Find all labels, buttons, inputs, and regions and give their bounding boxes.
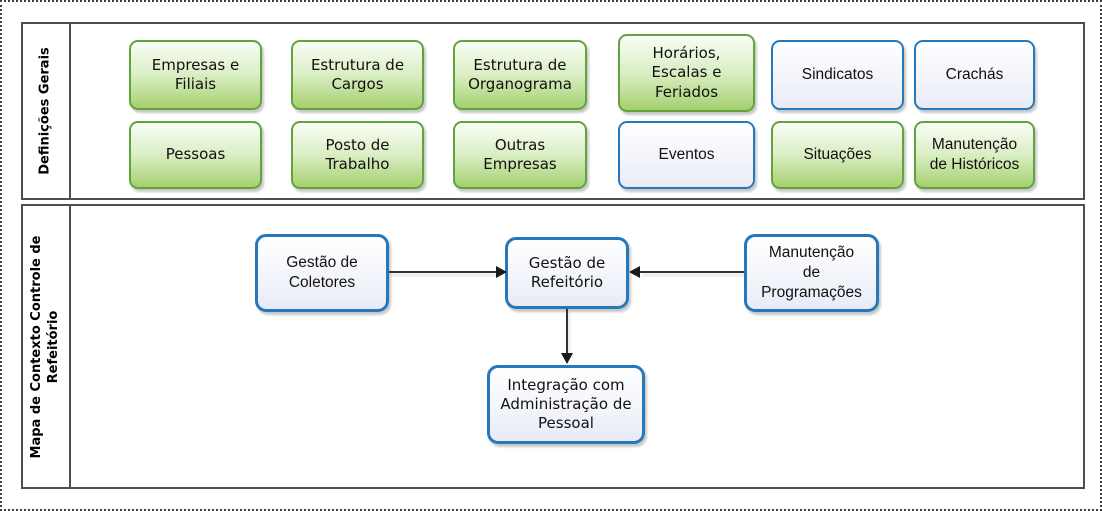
node-posto-de-trabalho[interactable]: Posto de Trabalho xyxy=(291,121,424,189)
node-outras-empresas[interactable]: Outras Empresas xyxy=(453,121,587,189)
node-horarios-escalas-feriados[interactable]: Horários, Escalas e Feriados xyxy=(618,34,755,112)
node-integracao-administracao-pessoal[interactable]: Integração com Administração de Pessoal xyxy=(487,365,645,444)
connector-line xyxy=(389,271,497,273)
node-empresas-e-filiais[interactable]: Empresas e Filiais xyxy=(129,40,262,110)
lane-mapa-contexto-refeitorio: Mapa de Contexto Controle de Refeitório … xyxy=(21,204,1085,489)
lane-label-column: Definições Gerais xyxy=(23,24,71,198)
arrowhead-down-icon xyxy=(561,353,573,364)
arrowhead-left-icon xyxy=(629,266,640,278)
lane-definicoes-gerais: Definições Gerais Empresas e Filiais Est… xyxy=(21,22,1085,200)
node-pessoas[interactable]: Pessoas xyxy=(129,121,262,189)
node-eventos[interactable]: Eventos xyxy=(618,121,755,189)
node-crachas[interactable]: Crachás xyxy=(914,40,1035,110)
node-gestao-de-coletores[interactable]: Gestão de Coletores xyxy=(255,234,389,312)
node-sindicatos[interactable]: Sindicatos xyxy=(771,40,904,110)
node-gestao-de-refeitorio[interactable]: Gestão de Refeitório xyxy=(505,237,629,309)
lane-title: Definições Gerais xyxy=(37,47,53,175)
lane-title: Mapa de Contexto Controle de Refeitório xyxy=(29,235,61,458)
lane-label-column: Mapa de Contexto Controle de Refeitório xyxy=(23,206,71,487)
node-situacoes[interactable]: Situações xyxy=(771,121,904,189)
node-manutencao-de-programacoes[interactable]: Manutenção de Programações xyxy=(744,234,879,312)
arrowhead-right-icon xyxy=(496,266,507,278)
node-manutencao-de-historicos[interactable]: Manutenção de Históricos xyxy=(914,121,1035,189)
connector-line xyxy=(566,309,568,354)
node-estrutura-de-organograma[interactable]: Estrutura de Organograma xyxy=(453,40,587,110)
node-estrutura-de-cargos[interactable]: Estrutura de Cargos xyxy=(291,40,424,110)
connector-line xyxy=(640,271,744,273)
